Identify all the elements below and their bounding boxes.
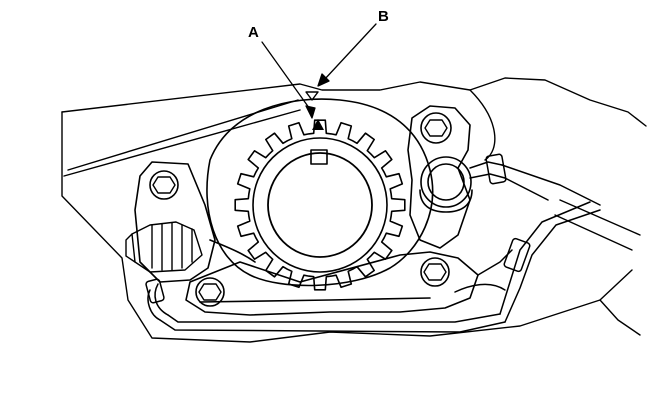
sprocket-timing-mark bbox=[312, 119, 324, 130]
leader-a-arrowhead bbox=[305, 105, 316, 119]
crankshaft-bore bbox=[267, 152, 373, 258]
sensor-bracket bbox=[134, 161, 256, 283]
crankshaft-sprocket bbox=[234, 119, 406, 291]
leader-a bbox=[261, 41, 313, 113]
sprocket-housing bbox=[206, 98, 434, 287]
keyway bbox=[310, 149, 328, 165]
sensor-cylinder bbox=[419, 156, 473, 213]
leader-b-arrowhead bbox=[317, 73, 330, 87]
callout-label-a: A bbox=[248, 24, 259, 41]
cover-bolt-right bbox=[420, 257, 450, 287]
bracket-bolt-upper bbox=[149, 170, 179, 200]
callout-label-b: B bbox=[378, 8, 389, 25]
sensor-connector bbox=[125, 221, 203, 273]
wiring-harness bbox=[145, 153, 601, 333]
right-bracket-bolt bbox=[420, 112, 452, 144]
lower-cover-plate bbox=[185, 251, 479, 316]
cover-bolt-left bbox=[195, 277, 225, 307]
callout-leaders bbox=[261, 23, 377, 119]
engine-block-outline bbox=[61, 77, 647, 343]
leader-b bbox=[323, 23, 377, 81]
block-timing-mark bbox=[305, 91, 319, 101]
right-bracket bbox=[407, 105, 471, 249]
